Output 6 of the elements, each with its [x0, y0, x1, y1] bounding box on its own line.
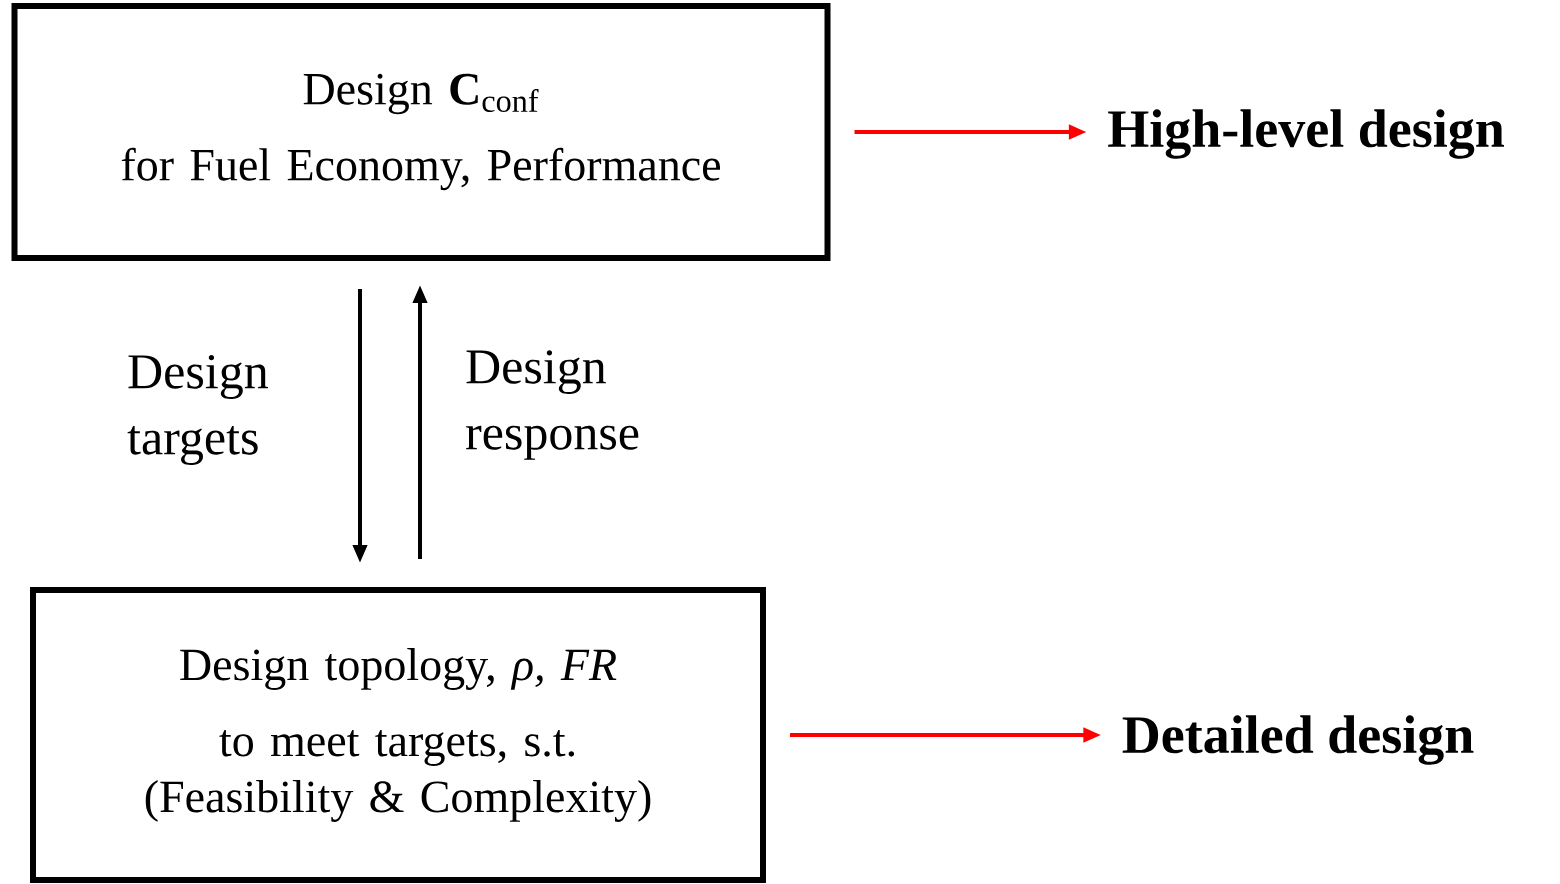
stage-label: High-level design: [1108, 109, 1504, 159]
process-box: Design topology, ρ, FR to meet targets, s.t. (Feasibility & Complexity): [30, 587, 766, 883]
stage-label: Detailed design: [1122, 715, 1474, 765]
process-box: Design C$_{conf}$ for Fuel Economy, Performance: [11, 3, 831, 261]
edge-label: Design targets: [127, 355, 268, 465]
edge-label: Design response: [466, 350, 639, 460]
